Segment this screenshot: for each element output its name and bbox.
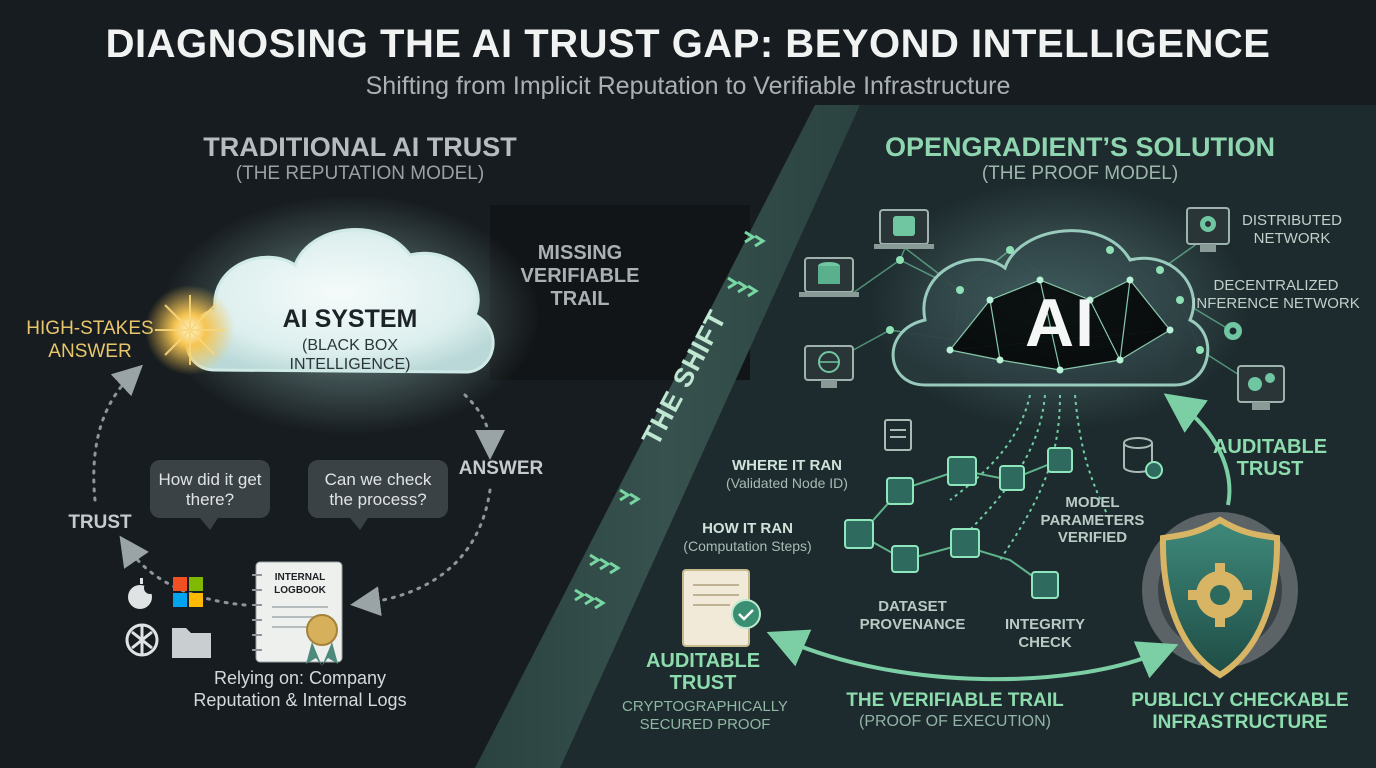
ai-cloud-label: AI [1025,285,1095,361]
gear-icon [1224,322,1242,340]
page-title: DIAGNOSING THE AI TRUST GAP: BEYOND INTE… [105,22,1271,66]
network-nodes [886,246,1204,354]
left-subheading: (THE REPUTATION MODEL) [235,163,485,184]
auditable-trust-left-label: AUDITABLE TRUST [645,650,761,695]
folder-icon [172,628,211,658]
right-subheading: (THE PROOF MODEL) [981,163,1179,184]
page-subtitle: Shifting from Implicit Reputation to Ver… [365,72,1011,100]
gear-monitor-icon-2 [1237,365,1285,410]
how-it-ran-label: HOW IT RAN (Computation Steps) [670,520,825,555]
logbook-label: INTERNAL LOGBOOK [274,572,326,596]
answer-label: ANSWER [458,458,544,479]
dataset-provenance-label: DATASET PROVENANCE [859,598,966,633]
ai-system-label: AI SYSTEM [282,305,418,333]
right-heading: OPENGRADIENT’S SOLUTION [884,132,1276,162]
distributed-network-label: DISTRIBUTED NETWORK [1241,212,1342,247]
cryptographic-proof-label: CRYPTOGRAPHICALLY SECURED PROOF [622,698,788,733]
how-it-ran-title: HOW IT RAN [702,520,793,537]
decentralized-network-label: DECENTRALIZED INFERENCE NETWORK [1192,277,1360,312]
verifiable-trail-subtitle: (PROOF OF EXECUTION) [859,713,1051,730]
how-it-ran-sub: (Computation Steps) [683,537,812,554]
arrow-auditable-trust [1163,393,1232,506]
high-stakes-label: HIGH-STAKES ANSWER [26,318,154,362]
certificate-icon [682,569,761,647]
server-monitor-icon-1 [874,209,934,249]
black-box-label: (BLACK BOX INTELLIGENCE) [289,337,411,374]
bubble-1-text: How did it get there? [158,470,262,510]
shift-band [475,105,860,768]
cube-chain [844,447,1073,599]
arrow-verifiable-trail [766,629,1179,682]
relying-label: Relying on: Company Reputation & Interna… [193,668,407,710]
shield-gear-icon [1142,512,1298,679]
where-it-ran-title: WHERE IT RAN [732,457,842,474]
gear-monitor-icon-1 [1186,207,1230,252]
internal-logbook-icon [252,561,343,666]
where-it-ran-sub: (Validated Node ID) [726,474,848,491]
document-icon [884,419,912,451]
left-heading: TRADITIONAL AI TRUST [203,132,517,162]
speech-bubble-2 [308,460,448,530]
shift-chevrons [574,230,766,610]
openai-logo-icon [125,623,159,657]
bubble-2-text: Can we check the process? [324,470,432,510]
publicly-checkable-label: PUBLICLY CHECKABLE INFRASTRUCTURE [1131,690,1349,733]
speech-bubble-1 [150,460,270,530]
sun-rays [155,295,225,365]
missing-trail-label: MISSING VERIFIABLE TRAIL [520,242,640,311]
arrow-cloud-to-answer [463,393,505,460]
model-parameters-label: MODEL PARAMETERS VERIFIED [1040,494,1145,547]
microsoft-logo-icon [173,577,203,607]
auditable-trust-right-label: AUDITABLE TRUST [1212,436,1328,481]
database-check-icon [1123,437,1163,479]
integrity-check-label: INTEGRITY CHECK [1004,616,1085,651]
where-it-ran-label: WHERE IT RAN (Validated Node ID) [712,457,862,492]
ai-network-cloud [891,229,1210,387]
trust-label: TRUST [68,512,132,533]
globe-monitor-icon [804,345,854,388]
arrow-trust-to-answer [92,364,143,502]
verifiable-trail-title: THE VERIFIABLE TRAIL [846,690,1064,711]
arrow-answer-to-logbook [350,488,492,617]
database-monitor-icon [799,257,859,297]
apple-logo-icon [128,578,156,609]
